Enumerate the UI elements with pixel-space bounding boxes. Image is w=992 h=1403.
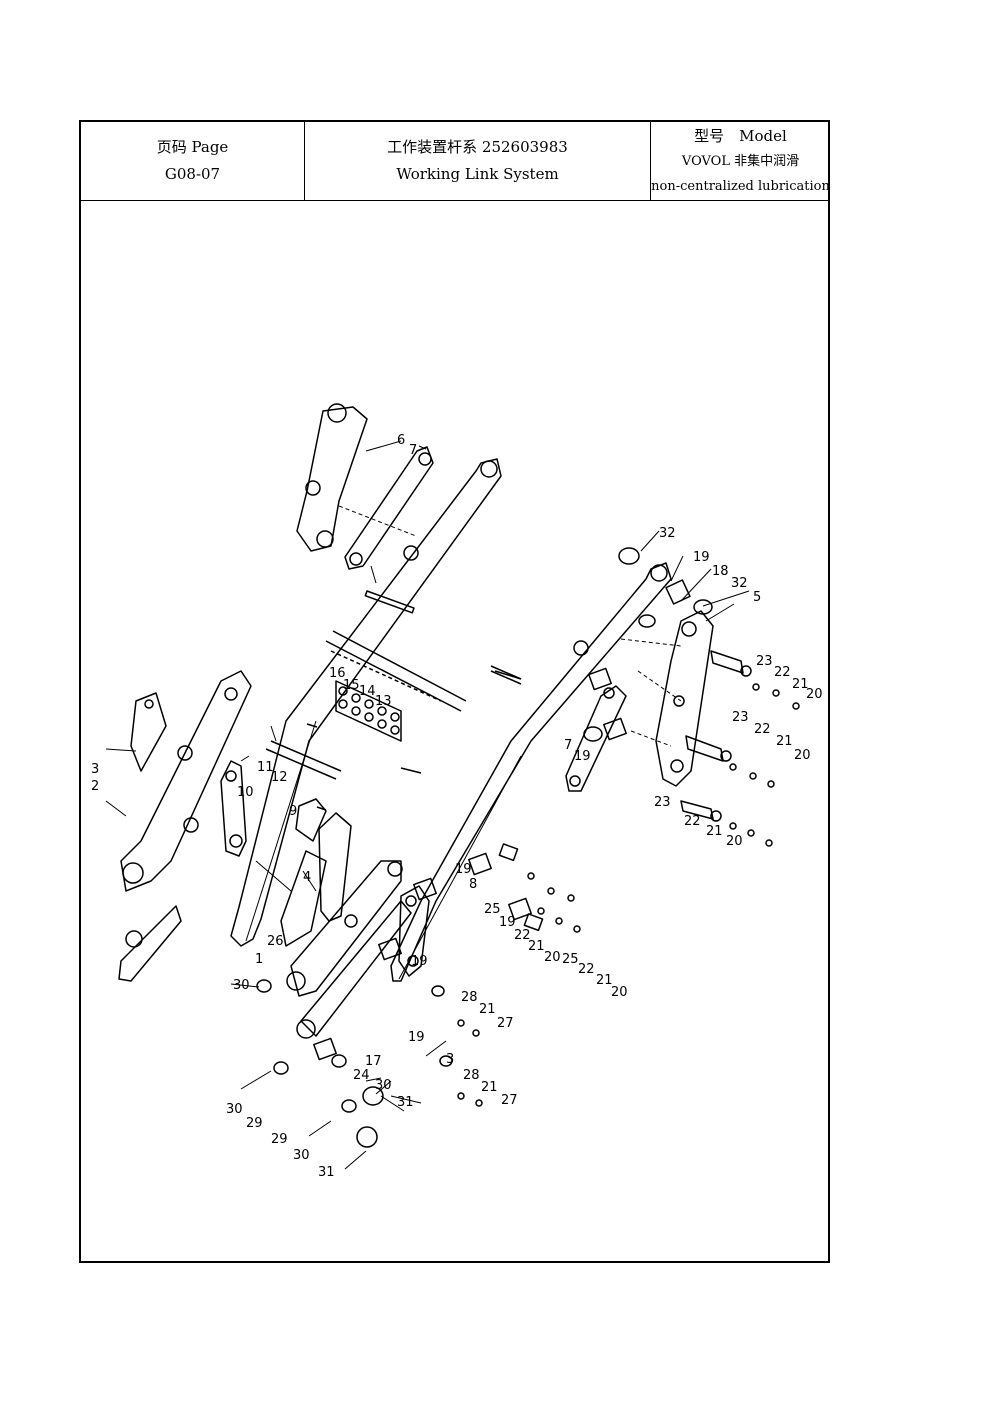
callout-20-b: 20 <box>794 748 811 763</box>
callout-18: 18 <box>712 564 729 579</box>
tilt-lever <box>296 403 368 552</box>
callout-21-g: 21 <box>481 1080 498 1095</box>
callout-22-a: 22 <box>774 665 791 680</box>
callout-30-d: 30 <box>293 1148 310 1163</box>
callout-26: 26 <box>267 934 284 949</box>
leader-lines <box>105 440 750 1170</box>
callout-21-c: 21 <box>706 824 723 839</box>
callout-28-b: 28 <box>463 1068 480 1083</box>
callout-20-d: 20 <box>544 950 561 965</box>
callout-23-a: 23 <box>756 654 773 669</box>
callout-3-right: 3 <box>446 1052 454 1067</box>
model-cell: 型号 Model VOVOL 非集中润滑 non-centralized lub… <box>651 122 830 200</box>
bearing-blocks <box>330 650 442 742</box>
callout-9: 9 <box>289 804 297 819</box>
callout-1: 1 <box>255 952 263 967</box>
model-label: 型号 Model <box>694 127 787 145</box>
callout-21-b: 21 <box>776 734 793 749</box>
callout-20-e: 20 <box>611 985 628 1000</box>
callout-29-a: 29 <box>246 1116 263 1131</box>
callout-19-right: 19 <box>574 749 591 764</box>
page-label: 页码 Page <box>156 138 229 156</box>
callout-32-top: 32 <box>659 526 676 541</box>
callout-15: 15 <box>343 678 360 693</box>
model-note: non-centralized lubrication <box>651 179 830 194</box>
callout-20-c: 20 <box>726 834 743 849</box>
callout-4: 4 <box>303 870 311 885</box>
title-cn: 工作装置杆系 252603983 <box>387 138 568 156</box>
callout-27-a: 27 <box>497 1016 514 1031</box>
page-cell: 页码 Page G08-07 <box>81 122 305 200</box>
callout-23-c: 23 <box>654 795 671 810</box>
callout-labels: 6 7 32 19 18 32 5 23 22 21 20 23 22 21 2… <box>91 433 823 1180</box>
callout-11: 11 <box>257 760 274 775</box>
callout-12: 12 <box>271 770 288 785</box>
callout-25-b: 25 <box>562 952 579 967</box>
callout-20-a: 20 <box>806 687 823 702</box>
callout-3-left: 3 <box>91 762 99 777</box>
callout-7-top: 7 <box>409 443 417 458</box>
callout-22-c: 22 <box>684 814 701 829</box>
callout-31-a: 31 <box>397 1095 414 1110</box>
callout-10: 10 <box>237 785 254 800</box>
left-link-plate <box>220 740 342 857</box>
callout-19-c: 19 <box>411 954 428 969</box>
callout-22-e: 22 <box>578 962 595 977</box>
callout-2: 2 <box>91 779 99 794</box>
callout-13: 13 <box>375 694 392 709</box>
callout-22-b: 22 <box>754 722 771 737</box>
center-right-link <box>398 885 430 977</box>
callout-30-a: 30 <box>233 978 250 993</box>
callout-28-a: 28 <box>461 990 478 1005</box>
callout-14: 14 <box>359 684 376 699</box>
callout-32-right: 32 <box>731 576 748 591</box>
upper-link <box>344 446 434 570</box>
callout-30-c: 30 <box>226 1102 243 1117</box>
title-en: Working Link System <box>396 165 559 183</box>
hardware <box>256 670 800 1148</box>
cross-tube <box>325 565 522 712</box>
right-tilt-lever <box>565 610 714 792</box>
callout-24: 24 <box>353 1068 370 1083</box>
callout-5: 5 <box>753 590 761 605</box>
callout-21-a: 21 <box>792 677 809 692</box>
callout-29-b: 29 <box>271 1132 288 1147</box>
title-cell: 工作装置杆系 252603983 Working Link System <box>305 122 651 200</box>
callout-30-b: 30 <box>375 1078 392 1093</box>
callout-16: 16 <box>329 666 346 681</box>
callout-23-b: 23 <box>732 710 749 725</box>
assembly-lines <box>338 505 682 747</box>
exploded-view-svg: 6 7 32 19 18 32 5 23 22 21 20 23 22 21 2… <box>91 403 823 1180</box>
right-pins <box>680 650 752 822</box>
callout-19-mid: 19 <box>455 862 472 877</box>
callout-21-d: 21 <box>528 939 545 954</box>
model-name: VOVOL 非集中润滑 <box>681 154 800 169</box>
callout-7-right: 7 <box>564 738 572 753</box>
center-lower-arms <box>280 798 412 1039</box>
exploded-drawing: 6 7 32 19 18 32 5 23 22 21 20 23 22 21 2… <box>81 201 828 1261</box>
page-code: G08-07 <box>164 165 221 183</box>
title-block: 页码 Page G08-07 工作装置杆系 252603983 Working … <box>81 122 830 201</box>
callout-19-d: 19 <box>408 1030 425 1045</box>
callout-17: 17 <box>365 1054 382 1069</box>
bushings <box>313 547 713 1061</box>
callout-27-b: 27 <box>501 1093 518 1108</box>
callout-21-f: 21 <box>479 1002 496 1017</box>
callout-21-e: 21 <box>596 973 613 988</box>
callout-19-top: 19 <box>693 550 710 565</box>
callout-31-b: 31 <box>318 1165 335 1180</box>
callout-6: 6 <box>397 433 405 448</box>
left-boom-arm <box>230 458 502 947</box>
left-bracket <box>118 670 252 982</box>
right-boom-arm <box>390 562 672 982</box>
callout-22-d: 22 <box>514 928 531 943</box>
document-frame: 页码 Page G08-07 工作装置杆系 252603983 Working … <box>79 120 830 1263</box>
callout-8: 8 <box>469 877 477 892</box>
callout-25-a: 25 <box>484 902 501 917</box>
callout-19-b: 19 <box>499 915 516 930</box>
